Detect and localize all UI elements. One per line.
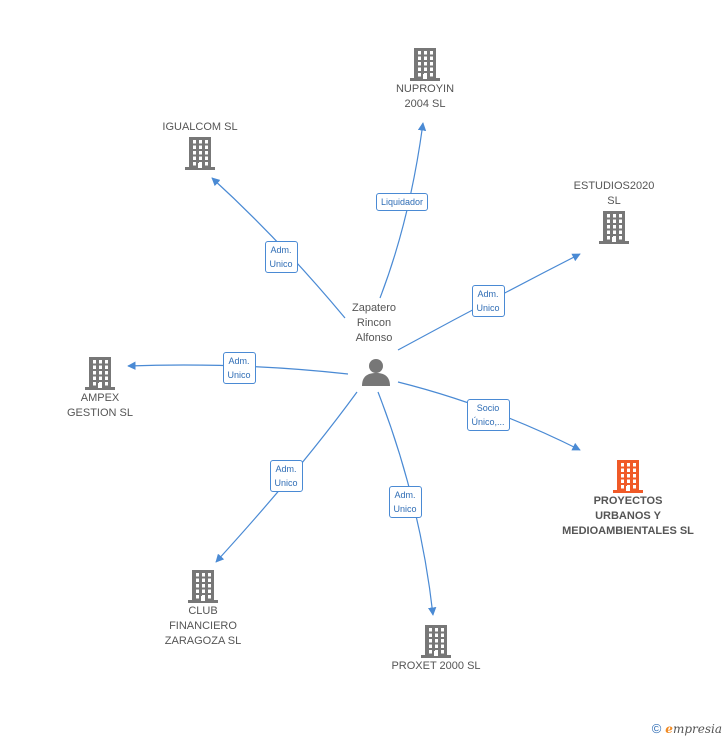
company-node-proxet[interactable]: PROXET 2000 SL	[380, 623, 492, 674]
edge-label-club[interactable]: Adm. Unico	[269, 460, 303, 492]
company-name[interactable]: PROXET 2000 SL	[391, 660, 481, 672]
company-name[interactable]: PROYECTOS URBANOS Y MEDIOAMBIENTALES SL	[562, 495, 694, 537]
company-node-igualcom[interactable]: IGUALCOM SL	[136, 120, 264, 171]
copyright-symbol: ©	[651, 721, 662, 736]
building-icon	[599, 211, 629, 244]
company-name[interactable]: NUPROYIN 2004 SL	[395, 83, 455, 110]
edge-label-ampex[interactable]: Adm. Unico	[222, 352, 256, 384]
company-name[interactable]: IGUALCOM SL	[162, 121, 238, 133]
edge-line-nuproyin	[379, 122, 427, 299]
footer-brand: © empresia	[652, 721, 722, 736]
building-icon	[410, 48, 440, 81]
company-node-proyectos[interactable]: PROYECTOS URBANOS Y MEDIOAMBIENTALES SL	[550, 458, 706, 539]
building-icon	[85, 357, 115, 390]
building-icon	[188, 570, 218, 603]
building-icon	[613, 460, 643, 493]
edge-label-proxet[interactable]: Adm. Unico	[388, 486, 422, 518]
company-node-club[interactable]: CLUB FINANCIERO ZARAGOZA SL	[150, 568, 256, 649]
company-name[interactable]: AMPEX GESTION SL	[66, 392, 134, 419]
company-node-ampex[interactable]: AMPEX GESTION SL	[50, 355, 150, 421]
company-node-estudios[interactable]: ESTUDIOS2020 SL	[566, 179, 662, 245]
building-icon	[421, 625, 451, 658]
edge-label-estudios[interactable]: Adm. Unico	[471, 285, 505, 317]
person-icon[interactable]	[361, 358, 391, 386]
building-icon	[185, 137, 215, 170]
edge-lines	[127, 122, 581, 616]
company-node-nuproyin[interactable]: NUPROYIN 2004 SL	[362, 46, 488, 112]
empresia-logo[interactable]: empresia	[665, 721, 722, 736]
center-person-name[interactable]: Zapatero Rincon Alfonso	[351, 302, 397, 344]
company-name[interactable]: CLUB FINANCIERO ZARAGOZA SL	[164, 605, 242, 647]
edge-label-proyectos[interactable]: Socio Único,...	[466, 399, 510, 431]
company-name[interactable]: ESTUDIOS2020 SL	[573, 180, 655, 207]
edge-label-nuproyin[interactable]: Liquidador	[376, 193, 429, 211]
edge-label-igualcom[interactable]: Adm. Unico	[264, 241, 298, 273]
